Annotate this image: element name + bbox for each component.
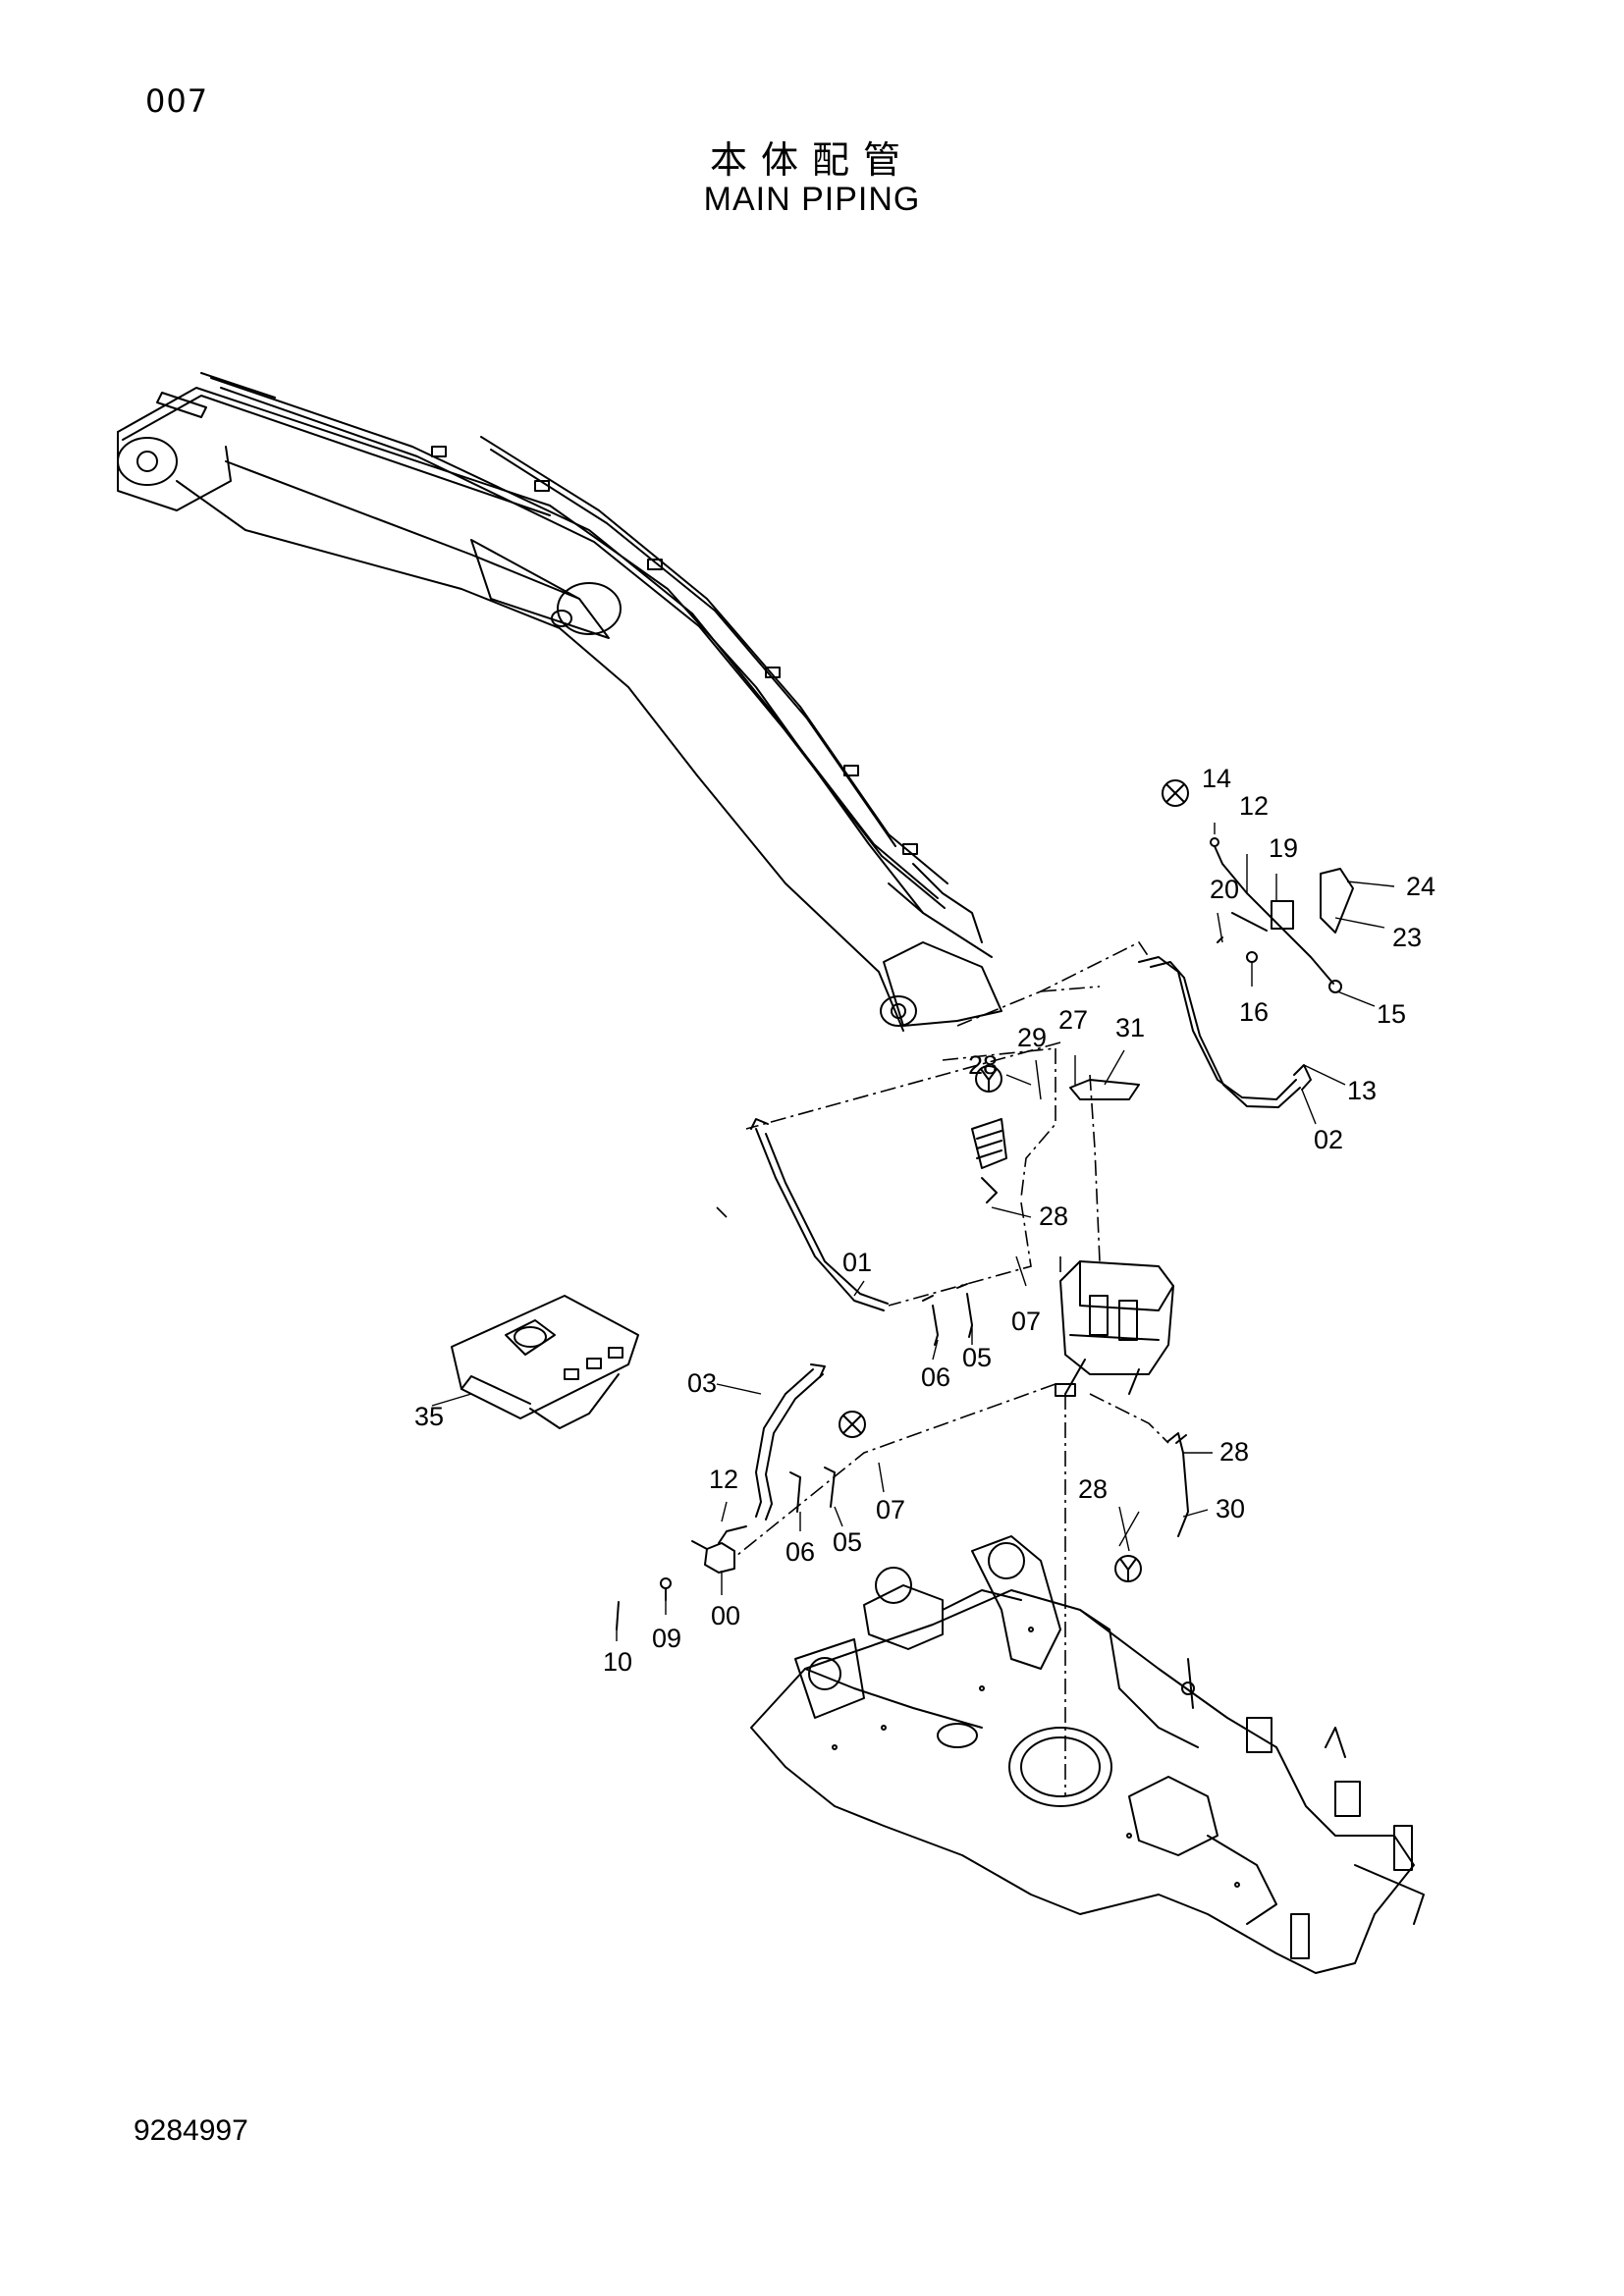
page-code: 007 bbox=[145, 82, 209, 120]
callout-label: 28 bbox=[1078, 1474, 1108, 1504]
leader-lines bbox=[716, 940, 1169, 1796]
callout-label: 31 bbox=[1115, 1013, 1145, 1042]
callout-label: 06 bbox=[921, 1362, 950, 1392]
callout-label: 20 bbox=[1210, 875, 1239, 904]
callout-label: 28 bbox=[968, 1050, 998, 1080]
callout-label: 16 bbox=[1239, 997, 1269, 1027]
hose-30 bbox=[1114, 1432, 1189, 1582]
callout-label: 07 bbox=[876, 1495, 905, 1524]
hose-02-assembly bbox=[1138, 779, 1354, 1108]
callout-leaders bbox=[431, 823, 1395, 1641]
callout-label: 27 bbox=[1058, 1005, 1088, 1035]
callout-label: 13 bbox=[1347, 1076, 1377, 1105]
hose-01 bbox=[750, 1118, 889, 1311]
callout-label: 35 bbox=[414, 1402, 444, 1431]
callout-label: 02 bbox=[1314, 1125, 1343, 1154]
callout-label: 19 bbox=[1269, 833, 1298, 863]
callout-label: 23 bbox=[1392, 923, 1422, 952]
callout-label: 14 bbox=[1202, 764, 1231, 793]
title-chinese: 本体配管 bbox=[709, 138, 914, 182]
boom-drawing bbox=[117, 372, 1002, 1032]
callout-label: 12 bbox=[709, 1465, 738, 1494]
valve-block-upper bbox=[971, 1065, 1140, 1203]
revolving-frame bbox=[750, 1535, 1425, 1974]
callout-label: 01 bbox=[842, 1248, 872, 1277]
callout-label: 15 bbox=[1377, 999, 1406, 1029]
callout-label: 28 bbox=[1219, 1437, 1249, 1467]
cover-35 bbox=[451, 1295, 639, 1429]
callout-label: 29 bbox=[1017, 1023, 1047, 1052]
control-valve bbox=[1055, 1260, 1174, 1397]
callout-label: 03 bbox=[687, 1368, 717, 1398]
callout-label: 12 bbox=[1239, 791, 1269, 821]
callout-label: 07 bbox=[1011, 1307, 1041, 1336]
callout-label: 05 bbox=[833, 1527, 862, 1557]
title-english: MAIN PIPING bbox=[703, 181, 921, 218]
hose-03 bbox=[755, 1363, 866, 1521]
callout-labels: 14 12 19 24 20 23 16 15 29 27 31 28 13 0… bbox=[414, 764, 1435, 1677]
callout-label: 00 bbox=[711, 1601, 740, 1630]
callout-label: 06 bbox=[785, 1537, 815, 1567]
callout-label: 30 bbox=[1216, 1494, 1245, 1523]
callout-label: 10 bbox=[603, 1647, 632, 1677]
callout-label: 09 bbox=[652, 1624, 681, 1653]
document-number: 9284997 bbox=[134, 2114, 248, 2147]
callout-label: 28 bbox=[1039, 1201, 1068, 1231]
callout-label: 05 bbox=[962, 1343, 992, 1372]
callout-label: 24 bbox=[1406, 872, 1435, 901]
